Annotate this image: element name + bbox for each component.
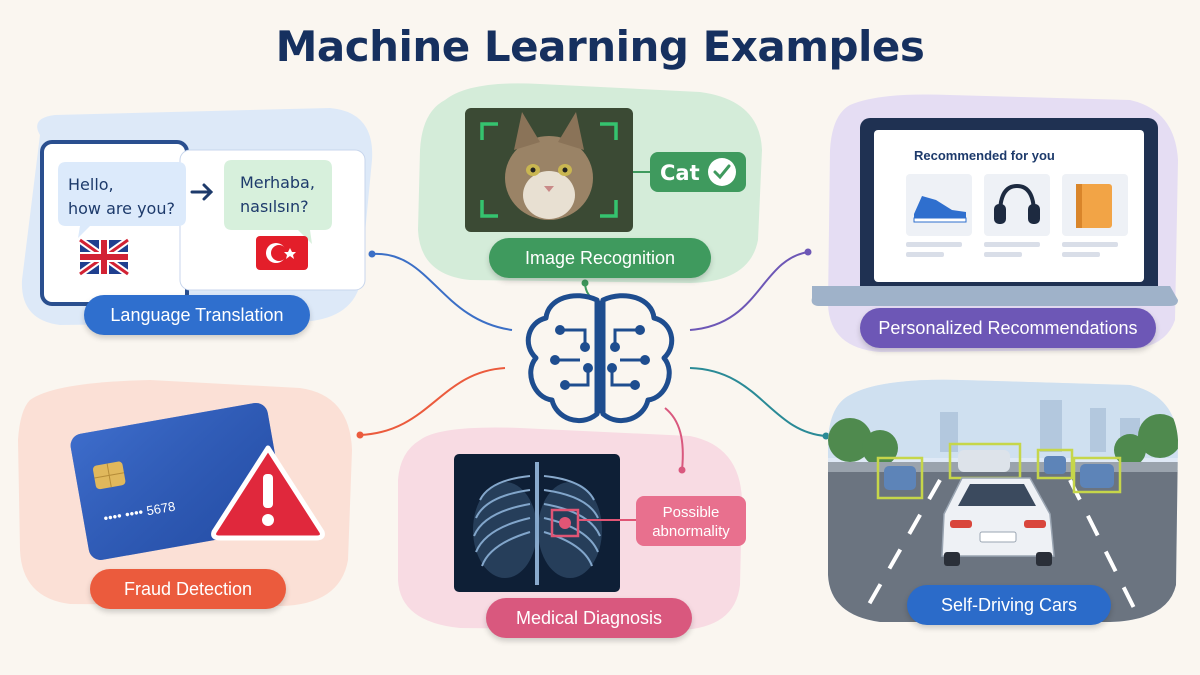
source-text-line2: how are you? xyxy=(68,199,175,218)
recognition-result: Cat xyxy=(660,161,700,185)
headphones-icon xyxy=(994,183,1040,224)
cat-photo xyxy=(505,112,593,220)
connector-fraud xyxy=(359,367,506,436)
warning-triangle-icon xyxy=(211,445,325,541)
label-fraud-detection: Fraud Detection xyxy=(90,569,286,609)
target-text-line1: Merhaba, xyxy=(240,173,315,192)
check-circle-icon xyxy=(708,158,736,186)
book-icon xyxy=(1076,184,1112,228)
label-personalized-recommendations: Personalized Recommendations xyxy=(860,308,1156,348)
target-text-line2: nasılsın? xyxy=(240,197,309,216)
recommended-heading: Recommended for you xyxy=(914,148,1055,163)
main-car xyxy=(941,477,1055,566)
connector-translation xyxy=(371,252,513,331)
connector-recommend xyxy=(689,251,809,331)
focus-corners xyxy=(480,122,618,218)
label-medical-diagnosis: Medical Diagnosis xyxy=(486,598,692,638)
source-text-line1: Hello, xyxy=(68,175,114,194)
finding-line1: Possible xyxy=(663,504,720,521)
speech-bubble-target xyxy=(224,160,332,244)
sneaker-icon xyxy=(913,196,967,223)
uk-flag-icon xyxy=(77,237,131,277)
label-language-translation: Language Translation xyxy=(84,295,310,335)
turkey-flag-icon xyxy=(256,236,308,270)
label-self-driving-cars: Self-Driving Cars xyxy=(907,585,1111,625)
connector-cars xyxy=(689,367,827,437)
page-title: Machine Learning Examples xyxy=(275,22,925,71)
arrow-right-icon xyxy=(190,183,214,201)
finding-line2: abnormality xyxy=(652,523,730,540)
xray-chest xyxy=(473,462,601,585)
speech-bubble-source xyxy=(58,162,186,238)
connector-medical xyxy=(664,407,684,471)
label-image-recognition: Image Recognition xyxy=(489,238,711,278)
